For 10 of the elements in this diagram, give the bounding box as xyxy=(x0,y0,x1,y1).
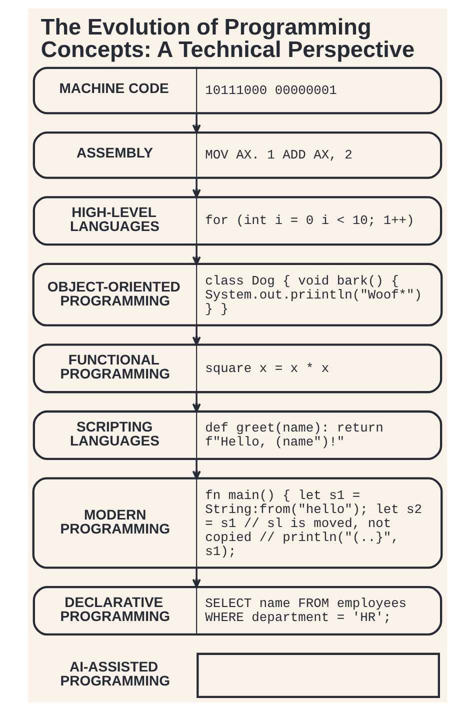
arrow xyxy=(192,326,200,346)
diagram-title: The Evolution of Programming Concepts: A Technical Perspective xyxy=(40,14,414,62)
arrow xyxy=(192,392,200,412)
arrow xyxy=(192,568,200,588)
arrow xyxy=(192,113,200,134)
arrow xyxy=(192,458,200,480)
node-box xyxy=(196,652,440,698)
node-label: AI-ASSISTED PROGRAMMING xyxy=(60,658,170,689)
arrow xyxy=(192,244,200,266)
arrow xyxy=(192,178,200,198)
